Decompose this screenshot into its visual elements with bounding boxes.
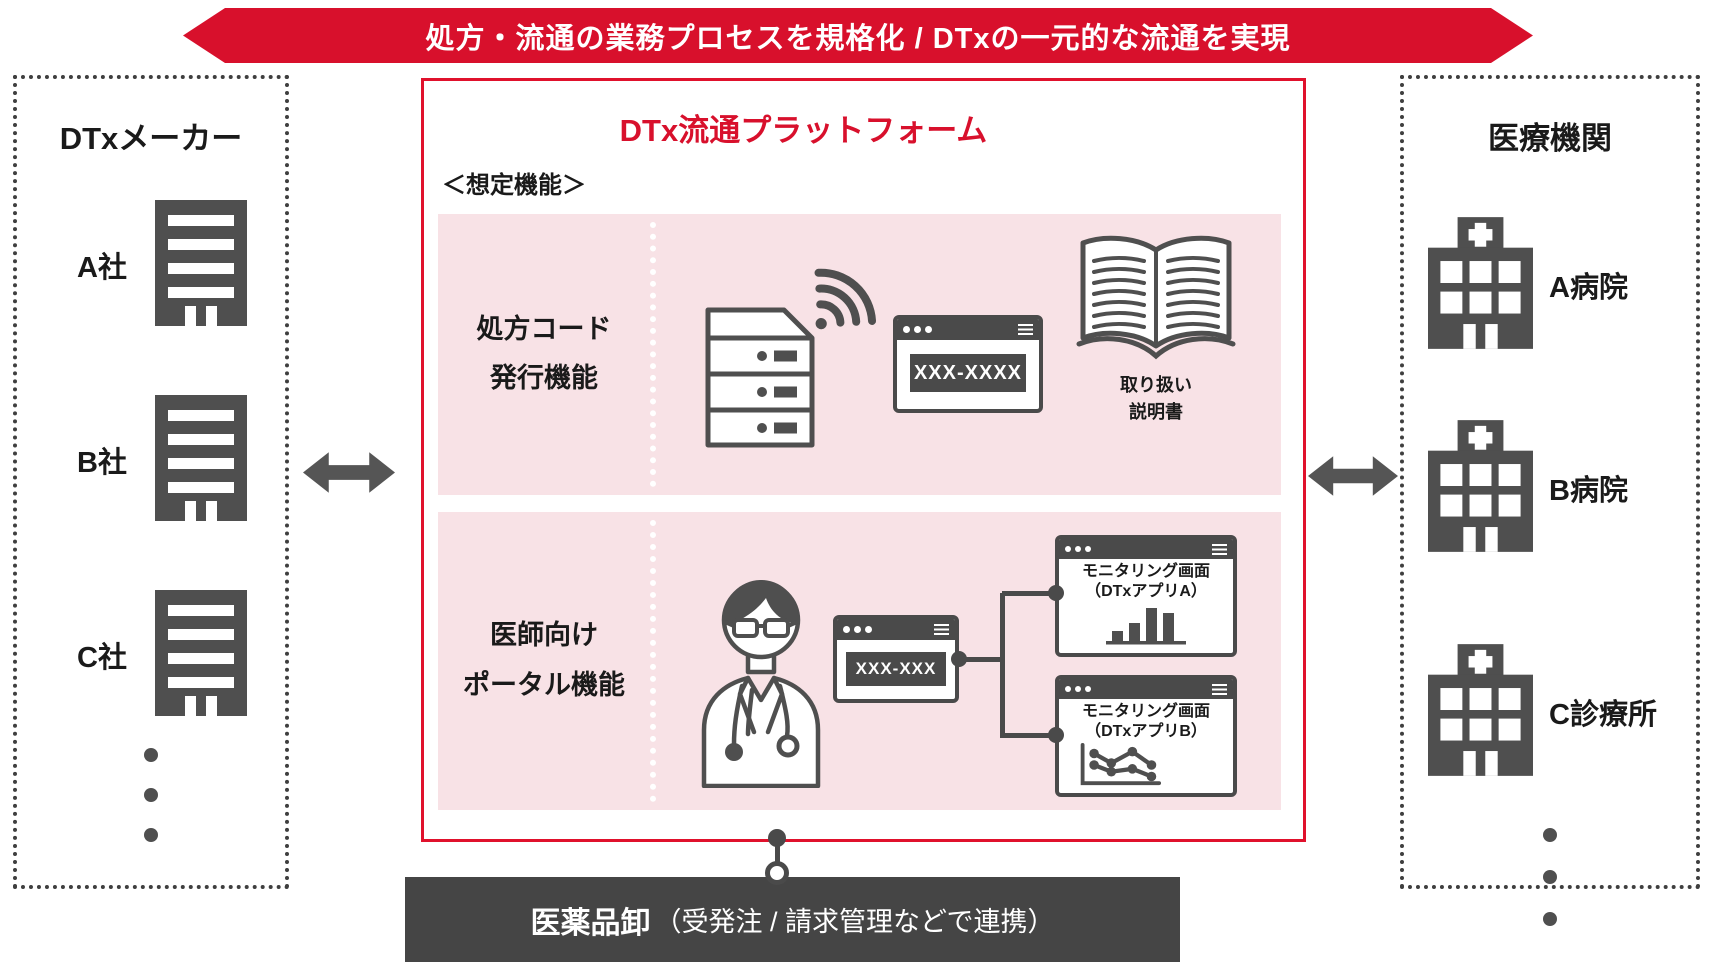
monitor-titlebar — [1059, 679, 1233, 699]
window-dot — [914, 326, 921, 333]
maker-label-b: B社 — [77, 447, 127, 479]
window-dot — [1085, 686, 1091, 692]
function-row-prescription-code: 処方コード 発行機能 XXX-XXXX — [438, 214, 1281, 495]
hamburger-menu-icon — [1018, 324, 1033, 335]
connector-ring-node — [765, 861, 789, 885]
hospital-label-a: A病院 — [1549, 272, 1628, 304]
server-icon — [700, 298, 818, 455]
window-dot — [854, 626, 861, 633]
ellipsis-dot — [1543, 912, 1557, 926]
medical-institution-title: 医療機関 — [1488, 121, 1612, 156]
window-dot — [1065, 686, 1071, 692]
ellipsis-dot — [1543, 870, 1557, 884]
window-dot — [1075, 686, 1081, 692]
window-dot — [843, 626, 850, 633]
browser-titlebar — [897, 319, 1039, 340]
ellipsis-dots — [1404, 828, 1696, 926]
maker-row-a: A社 — [33, 199, 247, 331]
hospital-label-b: B病院 — [1549, 475, 1628, 507]
ellipsis-dot — [1543, 828, 1557, 842]
monitoring-window-app-b: モニタリング画面 （DTxアプリB） — [1055, 675, 1237, 797]
headline-ribbon: 処方・流通の業務プロセスを規格化 / DTxの一元的な流通を実現 — [183, 8, 1533, 63]
maker-label-a: A社 — [77, 252, 127, 284]
monitor-titlebar — [1059, 539, 1233, 559]
dtx-maker-title: DTxメーカー — [59, 121, 243, 156]
office-building-icon — [155, 199, 247, 331]
dtx-maker-panel: DTxメーカー A社 B社 C社 — [13, 75, 289, 889]
row1-label: 処方コード 発行機能 — [476, 313, 612, 394]
left-double-arrow-icon — [303, 452, 395, 498]
platform-wholesaler-connector — [775, 838, 780, 880]
connector-line — [1002, 733, 1058, 738]
hospital-icon — [1428, 419, 1533, 557]
hospital-icon — [1428, 643, 1533, 781]
medical-institution-panel: 医療機関 A病院 B病院 C診療所 — [1400, 75, 1700, 926]
maker-row-b: B社 — [33, 394, 247, 526]
connector-line — [1002, 591, 1058, 596]
monitor-b-caption: モニタリング画面 （DTxアプリB） — [1081, 703, 1210, 740]
ellipsis-dot — [144, 788, 158, 802]
connector-line — [959, 657, 1003, 662]
clinic-row-c: C診療所 — [1428, 643, 1657, 781]
function-row-doctor-portal: 医師向け ポータル機能 — [438, 512, 1281, 810]
hospital-icon — [1428, 216, 1533, 354]
window-dot — [865, 626, 872, 633]
platform-subtitle: ＜想定機能＞ — [442, 172, 586, 199]
window-dot — [1065, 546, 1071, 552]
maker-label-c: C社 — [77, 642, 127, 674]
monitor-a-caption: モニタリング画面 （DTxアプリA） — [1081, 563, 1210, 600]
window-dot — [1075, 546, 1081, 552]
browser-window-icon: XXX-XXXX — [893, 315, 1043, 413]
clinic-label-c: C診療所 — [1549, 699, 1657, 731]
pharma-wholesaler-bar: 医薬品卸 （受発注 / 請求管理などで連携） — [405, 877, 1180, 962]
connector-node — [951, 651, 967, 667]
connector-line — [1000, 593, 1005, 738]
window-dot — [903, 326, 910, 333]
headline-text: 処方・流通の業務プロセスを規格化 / DTxの一元的な流通を実現 — [425, 22, 1291, 55]
wholesaler-label: 医薬品卸 — [530, 906, 651, 940]
window-dot — [1085, 546, 1091, 552]
connector-node — [768, 829, 786, 847]
platform-title: DTx流通プラットフォーム — [619, 113, 988, 148]
maker-row-c: C社 — [33, 589, 247, 721]
hamburger-menu-icon — [1212, 683, 1227, 695]
bar-chart-icon — [1059, 603, 1233, 645]
hospital-row-a: A病院 — [1428, 216, 1628, 354]
browser-window-icon: XXX-XXX — [833, 615, 959, 703]
column-divider — [650, 222, 656, 487]
ellipsis-dot — [144, 748, 158, 762]
hamburger-menu-icon — [934, 624, 949, 635]
column-divider — [650, 520, 656, 802]
portal-code-value: XXX-XXX — [846, 652, 946, 686]
book-caption: 取り扱い 説明書 — [1120, 375, 1192, 422]
row2-label: 医師向け ポータル機能 — [463, 620, 625, 700]
window-dot — [925, 326, 932, 333]
office-building-icon — [155, 589, 247, 721]
connector-node — [1048, 727, 1064, 743]
open-book-icon — [1070, 230, 1242, 375]
line-chart-icon — [1059, 743, 1233, 787]
browser-titlebar — [837, 619, 955, 640]
hamburger-menu-icon — [1212, 543, 1227, 555]
ellipsis-dots — [17, 748, 285, 842]
ellipsis-dot — [144, 828, 158, 842]
wholesaler-detail: （受発注 / 請求管理などで連携） — [654, 907, 1055, 937]
monitoring-window-app-a: モニタリング画面 （DTxアプリA） — [1055, 535, 1237, 657]
prescription-code-value: XXX-XXXX — [910, 354, 1026, 392]
hospital-row-b: B病院 — [1428, 419, 1628, 557]
office-building-icon — [155, 394, 247, 526]
connector-node — [1048, 585, 1064, 601]
dtx-platform-box: DTx流通プラットフォーム ＜想定機能＞ 処方コード 発行機能 — [421, 78, 1306, 842]
doctor-icon — [692, 560, 830, 793]
wifi-icon — [784, 242, 900, 359]
right-double-arrow-icon — [1308, 456, 1398, 501]
